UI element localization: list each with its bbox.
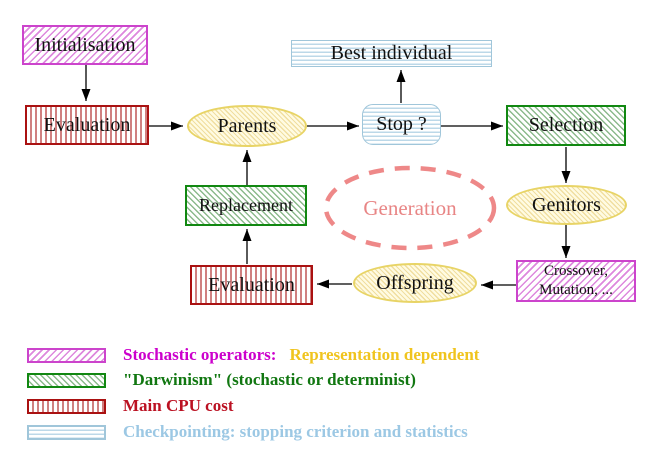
node-stop: Stop ? bbox=[362, 104, 441, 145]
node-generation-label: Generation bbox=[363, 195, 457, 220]
crossover-line2: Mutation, ... bbox=[539, 282, 613, 298]
legend-row-checkpointing: Checkpointing: stopping criterion and st… bbox=[27, 422, 468, 441]
legend-label-stochastic-operators: Stochastic operators: bbox=[123, 345, 277, 364]
node-evaluation-bottom: Evaluation bbox=[190, 265, 313, 305]
node-offspring: Offspring bbox=[353, 263, 477, 303]
node-parents: Parents bbox=[187, 105, 307, 147]
legend-label-cpu-cost: Main CPU cost bbox=[123, 396, 234, 415]
legend-swatch-stochastic-operators bbox=[27, 347, 106, 363]
node-crossover-mutation: Crossover, Mutation, ... bbox=[516, 260, 636, 302]
node-evaluation-bottom-label: Evaluation bbox=[208, 273, 295, 296]
legend-swatch-checkpointing bbox=[27, 424, 106, 440]
legend-swatch-cpu-cost bbox=[27, 398, 106, 414]
node-replacement-label: Replacement bbox=[199, 195, 293, 216]
node-evaluation-top-label: Evaluation bbox=[43, 113, 131, 136]
legend-label-darwinism: "Darwinism" (stochastic or determinist) bbox=[123, 370, 416, 389]
node-crossover-mutation-label: Crossover, Mutation, ... bbox=[539, 262, 613, 300]
node-selection: Selection bbox=[506, 105, 626, 146]
crossover-line1: Crossover, bbox=[544, 263, 608, 280]
node-generation: Generation bbox=[325, 168, 495, 248]
legend-label-representation-dependent: Representation dependent bbox=[289, 345, 480, 364]
legend-swatch-darwinism bbox=[27, 372, 106, 388]
legend-row-darwinism: "Darwinism" (stochastic or determinist) bbox=[27, 370, 416, 389]
node-genitors: Genitors bbox=[506, 185, 627, 225]
node-evaluation-top: Evaluation bbox=[25, 105, 149, 145]
legend-row-stochastic: Stochastic operators: Representation dep… bbox=[27, 345, 480, 364]
node-selection-label: Selection bbox=[528, 114, 604, 136]
node-initialisation: Initialisation bbox=[22, 25, 148, 65]
node-best-individual: Best individual bbox=[291, 40, 492, 67]
legend-row-cpu-cost: Main CPU cost bbox=[27, 396, 234, 415]
node-replacement: Replacement bbox=[185, 185, 307, 226]
node-genitors-label: Genitors bbox=[532, 193, 601, 216]
node-stop-label: Stop ? bbox=[376, 113, 427, 135]
node-parents-label: Parents bbox=[217, 114, 277, 137]
node-best-individual-label: Best individual bbox=[330, 42, 453, 64]
node-offspring-label: Offspring bbox=[376, 271, 454, 294]
legend-label-checkpointing: Checkpointing: stopping criterion and st… bbox=[123, 422, 468, 441]
node-initialisation-label: Initialisation bbox=[34, 33, 136, 56]
